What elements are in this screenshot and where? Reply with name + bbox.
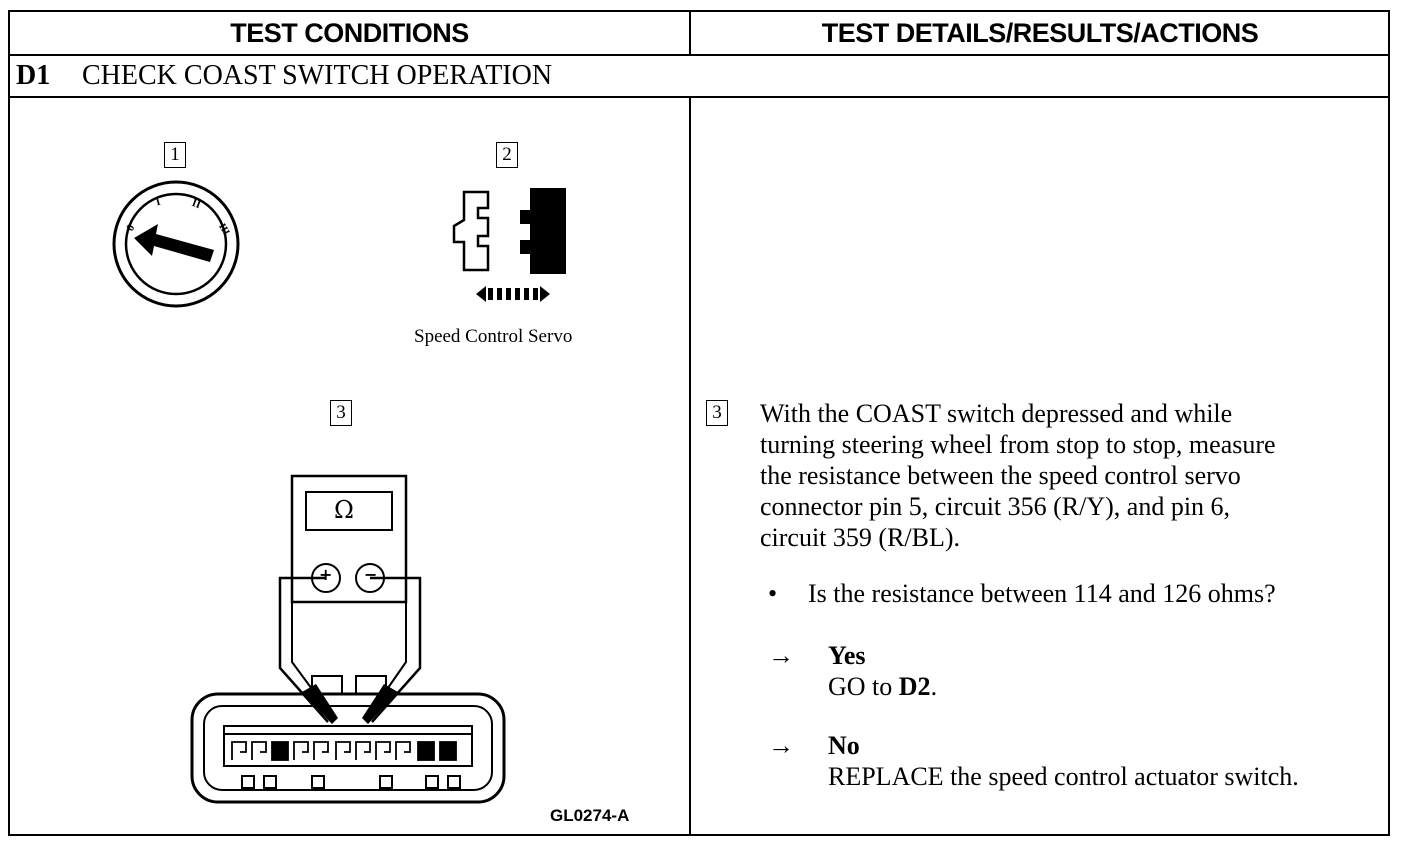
yes-label: Yes [828, 641, 866, 670]
servo-caption: Speed Control Servo [414, 326, 573, 347]
header-test-conditions: TEST CONDITIONS [230, 17, 469, 48]
servo-connector-icon [452, 188, 566, 302]
question-text: Is the resistance between 114 and 126 oh… [808, 579, 1276, 608]
no-action: REPLACE the speed control actuator switc… [828, 762, 1299, 791]
meter-minus-terminal: − [364, 565, 378, 584]
column-divider-body [689, 98, 691, 836]
callout-2: 2 [496, 142, 518, 168]
yes-branch: → Yes GO to D2. [768, 640, 937, 702]
arrow-right-icon: → [768, 641, 794, 670]
no-branch: → No REPLACE the speed control actuator … [768, 730, 1299, 792]
ignition-switch-icon [112, 180, 240, 308]
step-row: D1 CHECK COAST SWITCH OPERATION [10, 56, 1388, 96]
instruction-line: the resistance between the speed control… [760, 461, 1241, 490]
column-divider-header [689, 12, 691, 54]
yes-action: GO to D2. [828, 672, 938, 701]
meter-plus-terminal: + [319, 565, 333, 584]
arrow-right-icon: → [768, 731, 794, 760]
instruction-line: turning steering wheel from stop to stop… [760, 430, 1276, 459]
callout-3: 3 [330, 400, 352, 426]
no-label: No [828, 731, 860, 760]
header-test-details: TEST DETAILS/RESULTS/ACTIONS [821, 17, 1259, 48]
question-line: • Is the resistance between 114 and 126 … [768, 578, 1276, 609]
instruction-line: With the COAST switch depressed and whil… [760, 399, 1233, 428]
instruction-line: connector pin 5, circuit 356 (R/Y), and … [760, 492, 1231, 521]
step-id: D1 [16, 60, 51, 91]
callout-1: 1 [164, 142, 186, 168]
details-callout-3: 3 [706, 400, 728, 426]
diagnostic-table: TEST CONDITIONS TEST DETAILS/RESULTS/ACT… [8, 10, 1390, 836]
goto-step-link[interactable]: D2 [898, 672, 931, 701]
instruction-text: With the COAST switch depressed and whil… [760, 398, 1380, 553]
header-rule [10, 54, 1388, 56]
step-rule [10, 96, 1388, 98]
step-title: CHECK COAST SWITCH OPERATION [82, 60, 553, 91]
ohm-symbol: Ω [334, 496, 354, 524]
figure-id: GL0274-A [550, 806, 630, 825]
ohmmeter-diagram [190, 474, 506, 804]
instruction-line: circuit 359 (R/BL). [760, 523, 961, 552]
bullet-icon: • [768, 579, 778, 608]
